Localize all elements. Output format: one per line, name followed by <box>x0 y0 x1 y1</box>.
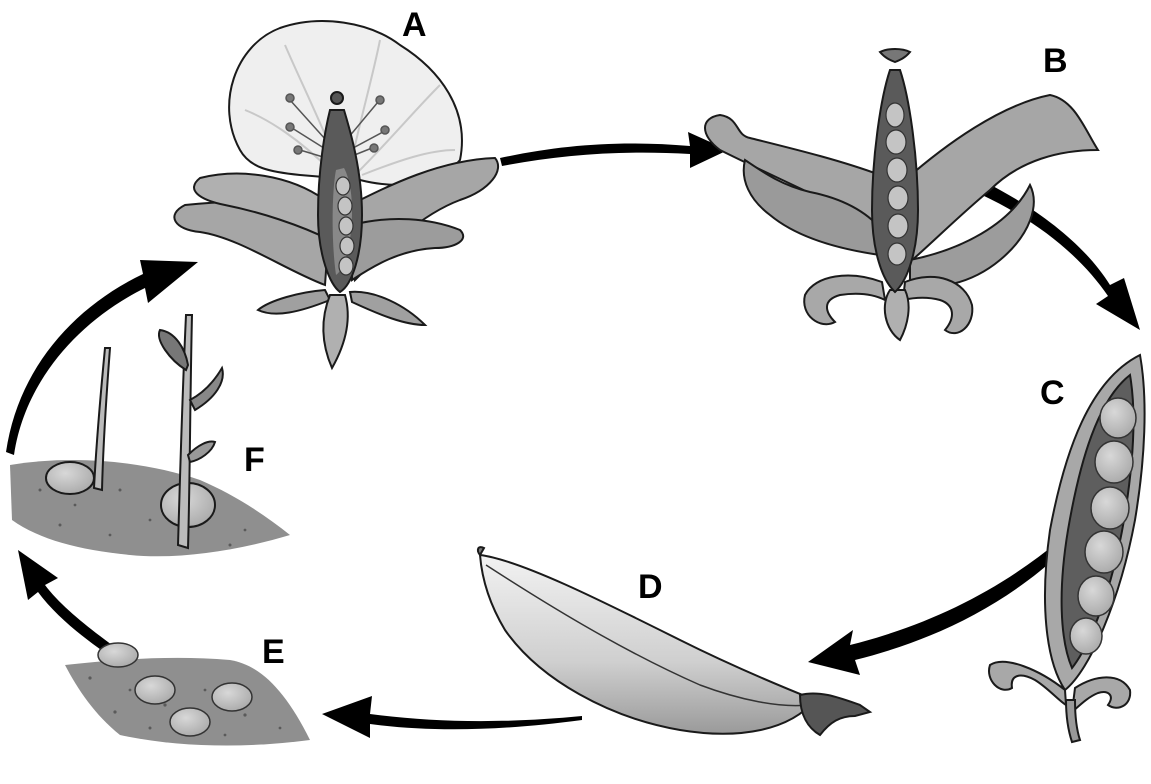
leaf-small <box>188 442 215 462</box>
flower-open-stage-a <box>174 21 498 368</box>
stage-label-e: E <box>262 635 285 669</box>
pod-c-sepal-right <box>1072 677 1130 712</box>
pod-closed-stage-d <box>478 547 870 735</box>
arrow-e-to-f <box>18 550 112 652</box>
leaf-top-left <box>159 330 188 370</box>
seed-f-left <box>46 462 94 494</box>
flower-withering-stage-b <box>705 49 1098 340</box>
stage-label-b: B <box>1043 44 1068 78</box>
lower-left-sepal <box>258 290 330 314</box>
stage-label-a: A <box>402 8 427 42</box>
stigma <box>331 92 343 104</box>
stage-label-f: F <box>244 443 265 477</box>
curled-sepal-center <box>885 290 909 340</box>
stage-label-d: D <box>638 570 663 604</box>
pod-d-tip <box>478 547 484 555</box>
right-lower-wing <box>352 219 463 280</box>
pod-d-calyx <box>800 693 870 735</box>
arrow-c-to-d <box>808 540 1062 675</box>
stage-label-c: C <box>1040 376 1065 410</box>
arrow-d-to-e <box>322 696 582 738</box>
curled-sepal-right <box>903 277 972 333</box>
pod-open-stage-c <box>989 355 1145 742</box>
lower-right-sepal <box>350 292 425 325</box>
stigma-b <box>880 49 910 62</box>
curled-sepal-left <box>804 276 885 325</box>
arrow-a-to-b <box>500 132 728 168</box>
leaf-right <box>190 368 223 410</box>
lower-center-sepal <box>323 295 347 368</box>
